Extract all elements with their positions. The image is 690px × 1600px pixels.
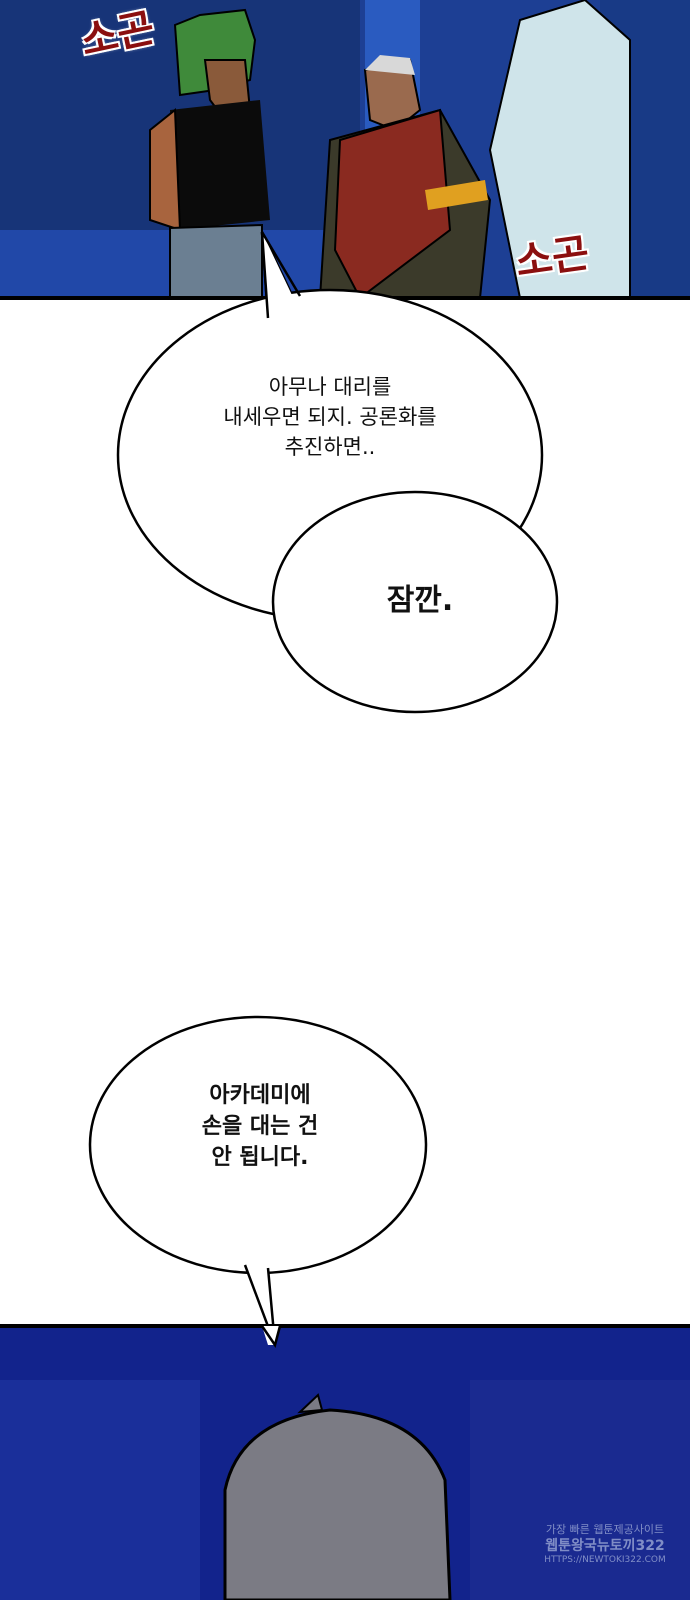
character-green-hair: [149, 8, 270, 299]
bubble-3-text: 아카데미에 손을 대는 건 안 됩니다.: [201, 1083, 319, 1171]
character-boy-hair: [223, 1408, 452, 1600]
top-panel: [0, 0, 690, 300]
watermark-line-2: 웹툰왕국뉴토끼322: [545, 1538, 665, 1555]
watermark-line-1: 가장 빠른 웹툰제공사이트: [545, 1523, 665, 1536]
bottom-panel: [0, 1324, 690, 1600]
bubble-2-text: 잠깐.: [386, 583, 454, 618]
sfx-whisper-right: 소곤: [512, 229, 593, 286]
watermark: 가장 빠른 웹툰제공사이트 웹툰왕국뉴토끼322 HTTPS://NEWTOKI…: [530, 1523, 680, 1567]
watermark-url: HTTPS://NEWTOKI322.COM: [544, 1555, 666, 1566]
speech-bubble-3: [88, 1015, 428, 1346]
character-old-man: [318, 55, 492, 300]
speech-bubble-2: [271, 490, 559, 714]
bubble-1-text: 아무나 대리를 내세우면 되지. 공론화를 추진하면..: [223, 375, 437, 459]
